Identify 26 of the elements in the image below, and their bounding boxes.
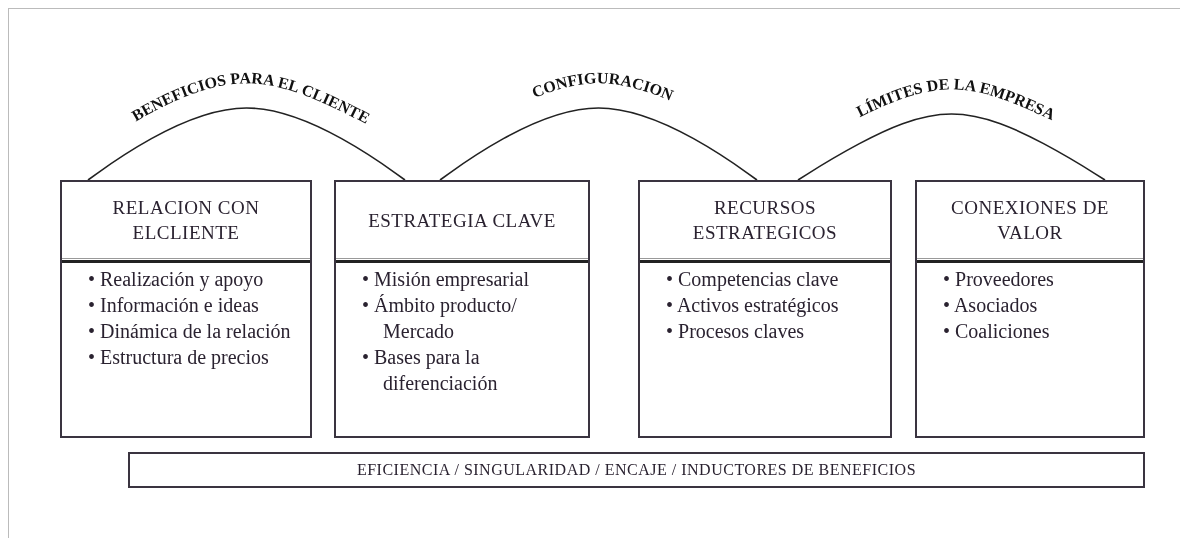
summary-text: EFICIENCIA / SINGULARIDAD / ENCAJE / INDUCTORES DE BENEFICIOS [356, 461, 917, 479]
bullet-item: • Coaliciones [943, 319, 1051, 344]
category-box [60, 180, 312, 438]
bullet-item: • Bases para la diferenciación [362, 345, 499, 396]
bullet-item: • Asociados [943, 293, 1039, 318]
bullet-item: • Procesos claves [666, 319, 806, 344]
bullet-item: • Información e ideas [88, 293, 260, 318]
bullet-item: • Competencias clave [666, 267, 840, 292]
bullet-item: • Proveedores [943, 267, 1055, 292]
box-heading: RELACION CON ELCLIENTE [111, 196, 261, 245]
box-heading: CONEXIONES DE VALOR [950, 196, 1110, 245]
bullet-item: • Estructura de precios [88, 345, 270, 370]
box-heading: ESTRATEGIA CLAVE [368, 208, 556, 233]
category-box [915, 180, 1145, 438]
bullet-item: • Activos estratégicos [666, 293, 840, 318]
category-box [334, 180, 590, 438]
bullet-item: • Misión empresarial [362, 267, 530, 292]
box-heading: RECURSOS ESTRATEGICOS [691, 196, 839, 245]
arc-connector [439, 107, 758, 181]
arc-connector [797, 113, 1106, 181]
summary-bar [128, 452, 1145, 488]
bullet-item: • Realización y apoyo [88, 267, 265, 292]
bullet-item: • Ámbito producto/ Mercado [362, 293, 518, 344]
arc-connector [87, 107, 406, 181]
bullet-item: • Dinámica de la relación [88, 319, 292, 344]
category-box [638, 180, 892, 438]
